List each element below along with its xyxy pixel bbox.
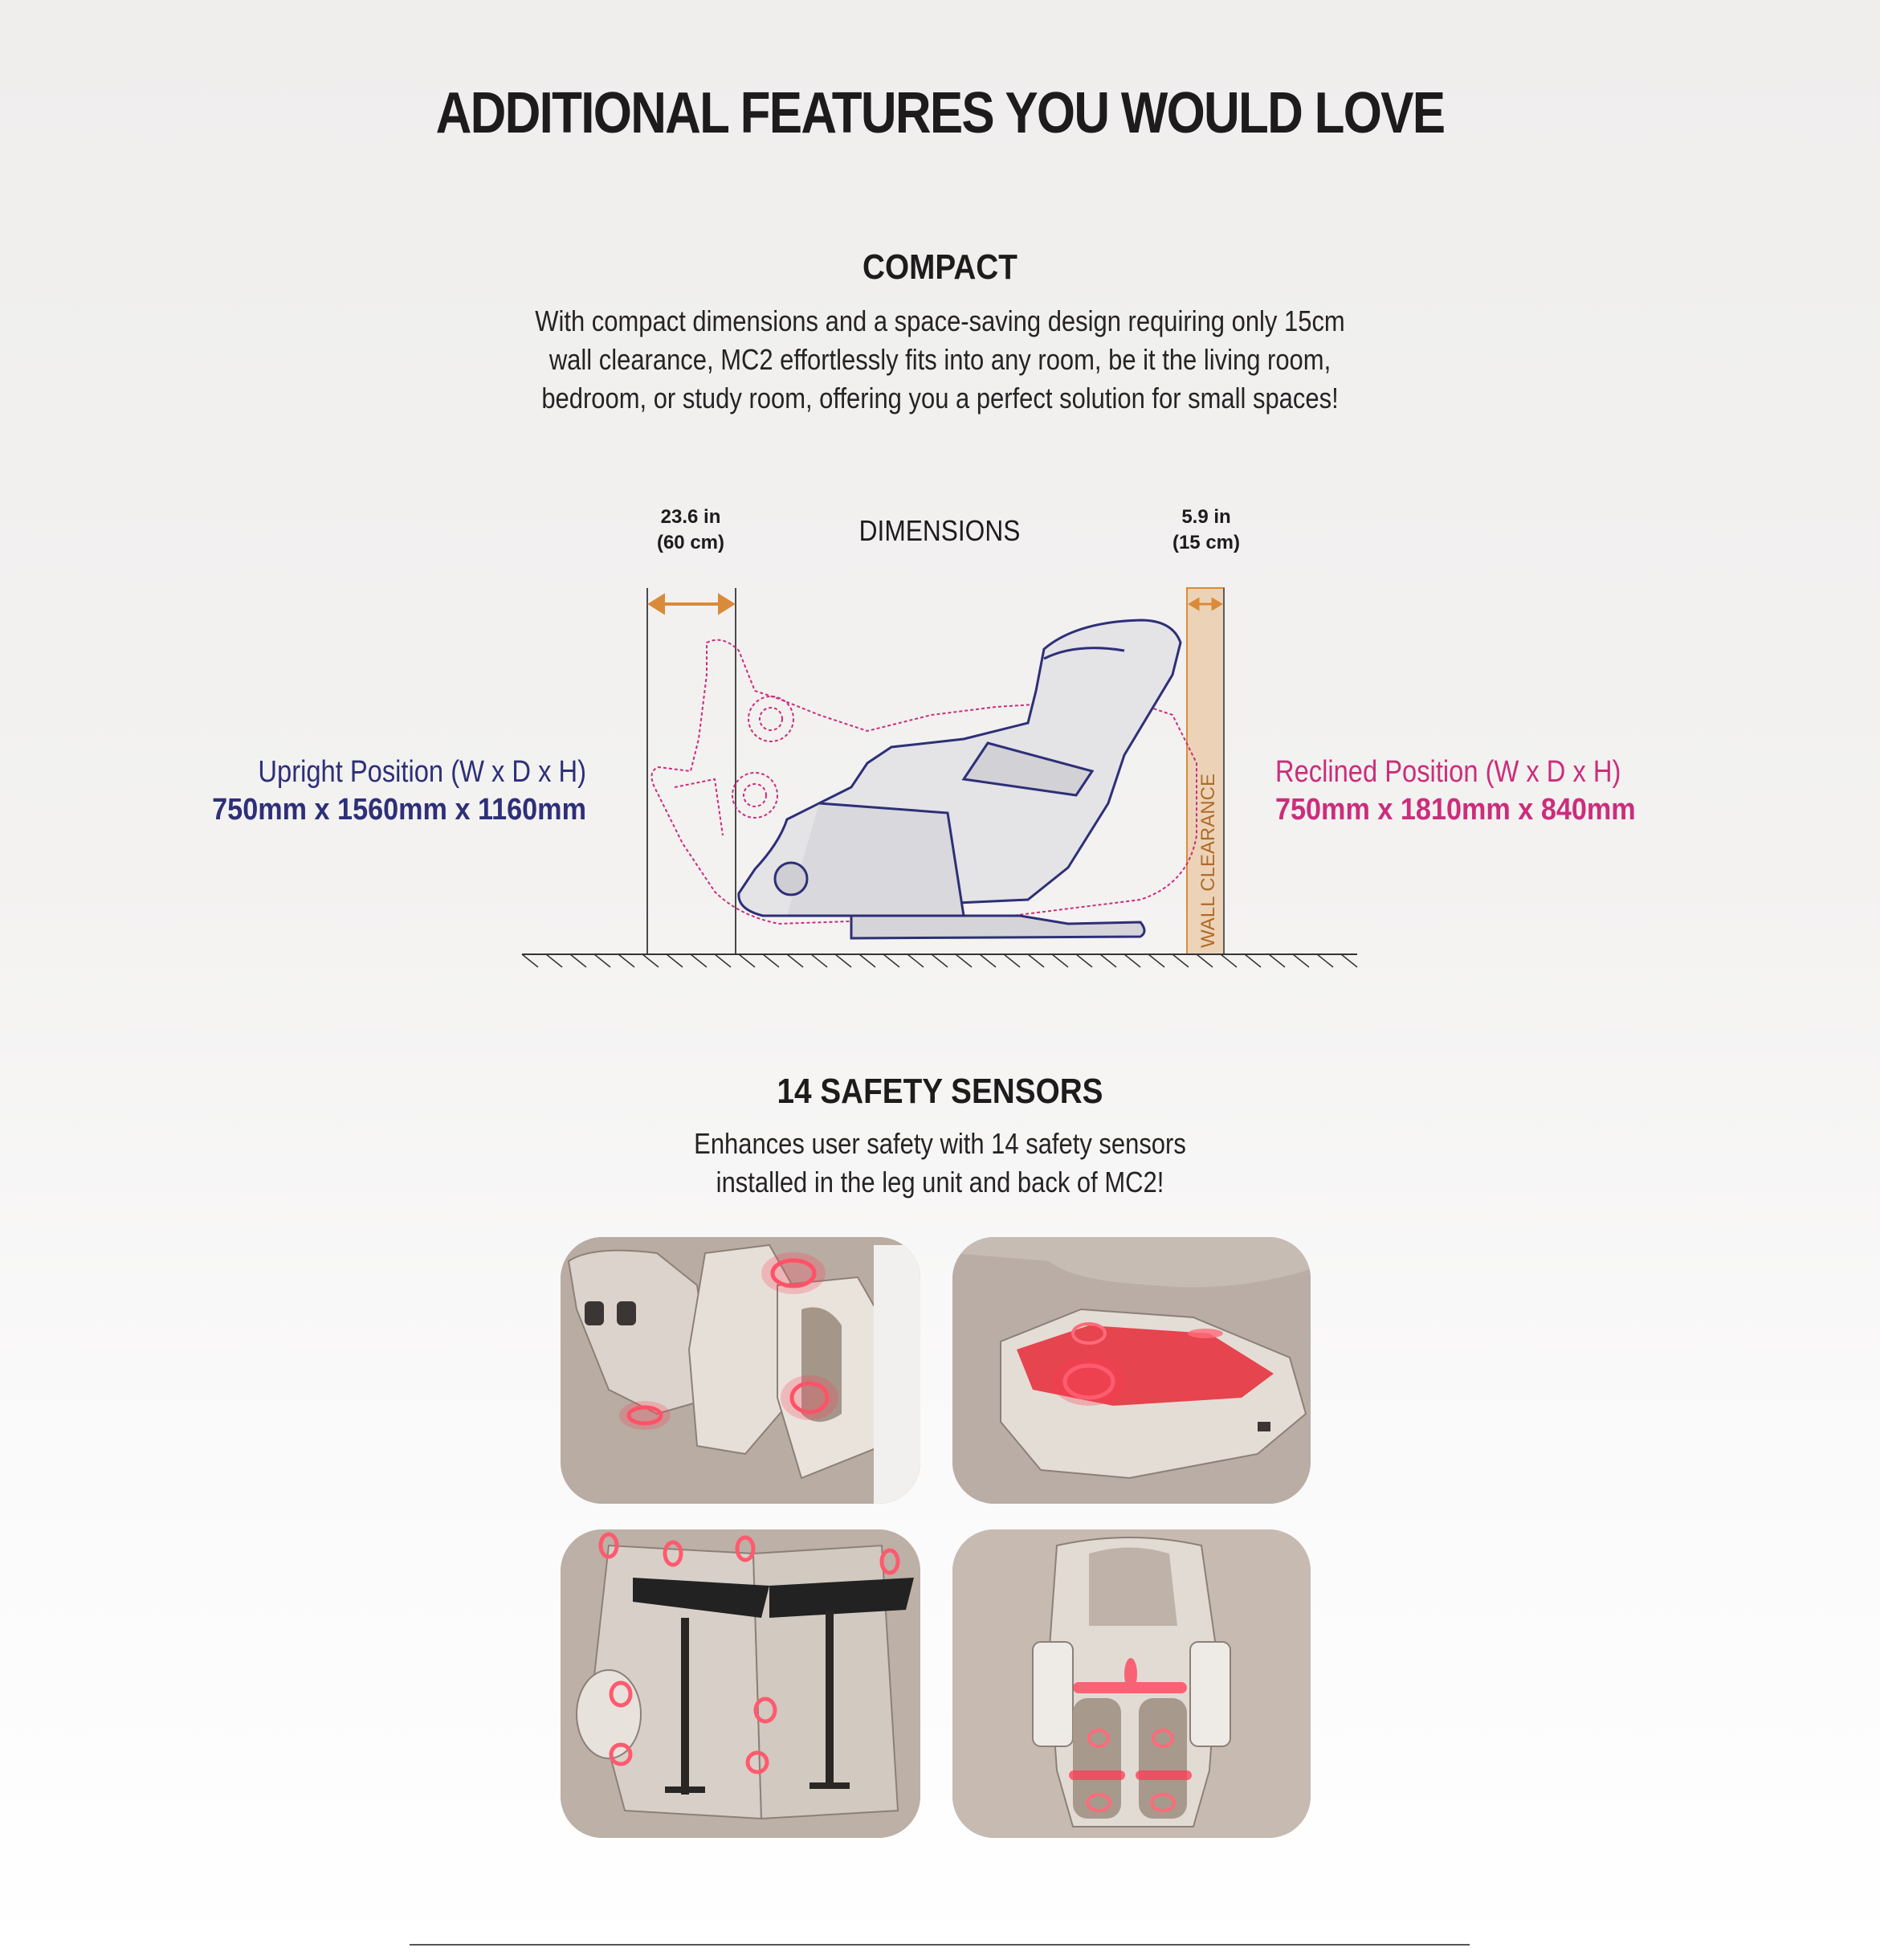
front-clearance-cm: (60 cm) (656, 532, 725, 553)
safety-description-line: Enhances user safety with 14 safety sens… (694, 1127, 1186, 1160)
sensor-photo-leg-unit (561, 1237, 920, 1504)
compact-description: With compact dimensions and a space-savi… (132, 302, 1748, 418)
upright-chair-outline (737, 619, 1182, 940)
dimensions-title: DIMENSIONS (858, 514, 1021, 547)
wall-clearance-cm: (15 cm) (1172, 532, 1241, 553)
wall-clearance-arrow (1188, 597, 1223, 611)
upright-position: Upright Position (W x D x H) 750mm x 156… (104, 755, 586, 827)
sensor-photo-leg-back (561, 1529, 920, 1838)
reclined-position-value: 750mm x 1810mm x 840mm (1275, 793, 1636, 827)
dimensions-diagram: WALL CLEARANCE (521, 587, 1358, 968)
sensor-photo-front (952, 1529, 1311, 1838)
compact-description-line: wall clearance, MC2 effortlessly fits in… (549, 343, 1331, 376)
wall-clearance-text: WALL CLEARANCE (1197, 774, 1219, 948)
sensor-photo-base (952, 1237, 1311, 1504)
upright-position-label: Upright Position (W x D x H) (258, 755, 586, 789)
compact-title: COMPACT (863, 247, 1017, 287)
upright-position-value: 750mm x 1560mm x 1160mm (212, 793, 586, 827)
safety-description: Enhances user safety with 14 safety sens… (132, 1125, 1748, 1202)
compact-description-line: With compact dimensions and a space-savi… (535, 304, 1345, 337)
bottom-divider (410, 1944, 1470, 1946)
safety-title: 14 SAFETY SENSORS (777, 1072, 1103, 1111)
front-clearance-arrow (647, 593, 736, 615)
reclined-position-label: Reclined Position (W x D x H) (1275, 755, 1621, 789)
page-title: ADDITIONAL FEATURES YOU WOULD LOVE (435, 81, 1446, 145)
reclined-position: Reclined Position (W x D x H) 750mm x 18… (1275, 755, 1757, 827)
reclined-chair-outline (650, 639, 1197, 925)
wall-clearance-measure: 5.9 in (15 cm) (1142, 504, 1270, 556)
floor-hatching (521, 953, 1358, 968)
front-clearance-label: 23.6 in (60 cm) (626, 504, 755, 556)
front-clearance-inches: 23.6 in (660, 506, 721, 528)
safety-description-line: installed in the leg unit and back of MC… (716, 1166, 1164, 1198)
compact-description-line: bedroom, or study room, offering you a p… (541, 382, 1339, 414)
wall-clearance-inches: 5.9 in (1181, 506, 1231, 528)
wall-clearance-band (1186, 587, 1225, 955)
